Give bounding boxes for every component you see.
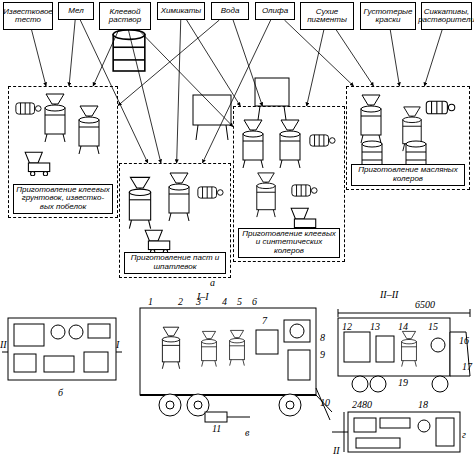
drawing-label: 7: [262, 316, 267, 326]
drawing-label: I: [116, 340, 119, 350]
supply-line: [128, 30, 161, 163]
material-name: Сиккативы, растворители: [418, 8, 474, 25]
material-name: Известковое тесто: [3, 8, 53, 25]
supply-line: [177, 20, 181, 163]
group-caption: Приготовление паст и шпатлевок: [124, 252, 226, 274]
drawing-label: 6: [252, 297, 257, 307]
drawing-label: 5: [237, 297, 242, 307]
supply-line: [32, 30, 46, 86]
supply-line: [390, 30, 399, 86]
supply-line: [118, 20, 219, 106]
material-name: Олифа: [262, 7, 288, 15]
material-box: Олифа: [255, 2, 295, 20]
material-box: Густотерые краски: [360, 2, 416, 30]
material-box: Клеевой раствор: [99, 2, 151, 30]
supply-line: [233, 20, 262, 106]
supply-line: [187, 20, 241, 106]
material-box: Сухие пигменты: [300, 2, 354, 30]
drawing-label: 19: [398, 378, 408, 388]
supply-line: [80, 20, 148, 163]
drawing-label: 1: [148, 297, 153, 307]
material-name: Мел: [68, 7, 83, 15]
drawing-label: 15: [428, 322, 438, 332]
drawing-label: 17: [462, 362, 472, 372]
drawing-label: II: [333, 446, 340, 456]
drawing-label: 4: [222, 297, 227, 307]
process-group: Приготовление клеевых грунтовок, известк…: [8, 86, 118, 218]
group-caption: Приготовление масляных колеров: [351, 164, 465, 186]
supply-line: [307, 30, 324, 106]
supply-line: [93, 30, 119, 86]
group-caption: Приготовление клеевых грунтовок, известк…: [13, 184, 113, 214]
material-box: Сиккативы, растворители: [421, 2, 472, 30]
drawing-label: в: [245, 428, 249, 438]
drawing-label: 3: [196, 297, 201, 307]
drawing-label: 6500: [415, 300, 435, 310]
drawing-label: 8: [320, 333, 325, 343]
drawing-label: 16: [459, 336, 469, 346]
material-name: Химикаты: [161, 7, 202, 15]
supply-line: [424, 30, 442, 86]
drawing-label: 2480: [352, 400, 372, 410]
material-name: Вода: [221, 7, 240, 15]
drawing-label: 11: [212, 424, 221, 434]
supply-line: [336, 30, 373, 86]
drawing-label: 10: [320, 398, 330, 408]
drawing-label: 12: [342, 322, 352, 332]
drawing-label: 9: [320, 350, 325, 360]
material-box: Мел: [58, 2, 94, 20]
drawing-label: б: [58, 388, 63, 398]
material-box: Химикаты: [157, 2, 205, 20]
material-name: Густотерые краски: [362, 8, 414, 25]
process-group: Приготовление паст и шпатлевок: [119, 163, 231, 278]
supply-line: [202, 20, 270, 163]
drawing-label: II–II: [380, 290, 398, 300]
supply-line: [69, 20, 75, 86]
drawing-label: 18: [418, 400, 428, 410]
drawing-label: 14: [398, 322, 408, 332]
material-box: Известковое тесто: [3, 2, 53, 30]
group-caption: Приготовление клеевых и синтетических ко…: [238, 228, 340, 258]
supply-line: [139, 30, 233, 127]
material-name: Клеевой раствор: [101, 8, 149, 25]
drawing-label: г: [462, 430, 466, 440]
material-name: Сухие пигменты: [302, 8, 352, 25]
material-box: Вода: [211, 2, 249, 20]
drawing-label: 13: [370, 322, 380, 332]
drawing-label: 2: [178, 297, 183, 307]
drawing-label: II: [0, 340, 7, 350]
drawing-label: а: [210, 278, 215, 288]
process-group: Приготовление масляных колеров: [346, 86, 470, 190]
process-group: Приготовление клеевых и синтетических ко…: [233, 106, 345, 262]
